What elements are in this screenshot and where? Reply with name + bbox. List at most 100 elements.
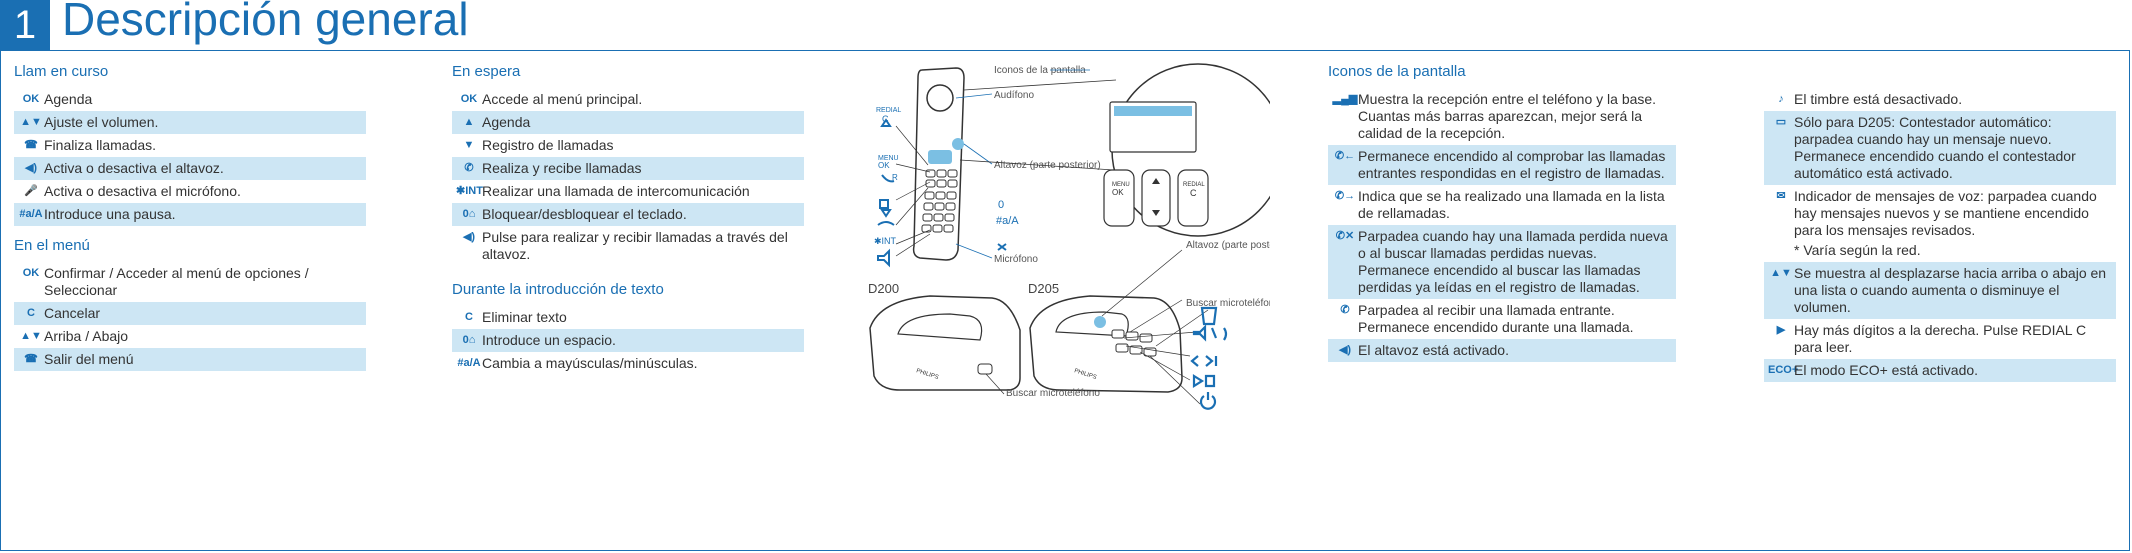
label-zero-lock-handset: 0	[998, 199, 1004, 211]
section-number: 1	[0, 0, 50, 50]
menu-ok-icon: OK	[22, 267, 40, 279]
list-item-text: Agenda	[44, 91, 93, 107]
list-item-text: Realizar una llamada de intercomunicació…	[482, 183, 750, 199]
ringing-icon: ✆	[1340, 304, 1350, 316]
list-item: 0⌂Introduce un espacio.	[452, 329, 804, 352]
label-earpiece: Audífono	[994, 90, 1034, 101]
list-item: ✆←Permanece encendido al comprobar las l…	[1328, 145, 1676, 185]
list-item: ☎ Finaliza llamadas.	[14, 134, 366, 157]
screen-icons-list: ▂▄▆Muestra la recepción entre el teléfon…	[1328, 88, 1676, 362]
section-heading-standby: En espera	[452, 63, 521, 80]
list-item-text: Parpadea cuando hay una llamada perdida …	[1358, 228, 1668, 295]
network-note: * Varía según la red.	[1794, 242, 1921, 258]
call-log-down-icon: ▼	[463, 139, 475, 151]
missed-call-icon: ✆✕	[1335, 230, 1355, 242]
list-item: ✆Realiza y recibe llamadas	[452, 157, 804, 180]
answering-machine-icon: ▭	[1775, 116, 1787, 128]
section-heading-call: Llam en curso	[14, 63, 109, 80]
microphone-icon: 🎤	[24, 185, 38, 197]
zoom-c-label: C	[1190, 188, 1197, 198]
ringer-off-icon: ♪	[1778, 93, 1784, 105]
list-item: ◀)El altavoz está activado.	[1328, 339, 1676, 362]
label-microphone: Micrófono	[994, 254, 1038, 265]
list-item-text: Pulse para realizar y recibir llamadas a…	[482, 229, 788, 262]
volume-arrows-icon: ▲▼	[20, 116, 42, 128]
list-item: ☎Salir del menú	[14, 348, 366, 371]
list-item: ▲▼Ajuste el volumen.	[14, 111, 366, 134]
list-item-text: Parpadea al recibir una llamada entrante…	[1358, 302, 1634, 335]
eco-plus-icon: ECO+	[1768, 364, 1799, 376]
page-title: Descripción general	[62, 0, 469, 45]
earpiece-graphic	[926, 84, 954, 112]
star-int-icon: ✱INT	[456, 185, 483, 197]
screen-icons-list-2: ♪ El timbre está desactivado. ▭Sólo para D…	[1764, 88, 2116, 382]
label-redial-handset: REDIAL	[876, 107, 901, 114]
signal-bars-icon: ▂▄▆	[1332, 93, 1358, 105]
section-heading-menu: En el menú	[14, 237, 90, 254]
list-item: C Eliminar texto	[452, 306, 804, 329]
speaker-volume-icon	[1192, 324, 1228, 342]
list-item-text: Bloquear/desbloquear el teclado.	[482, 206, 687, 222]
list-item-text: Confirmar / Acceder al menú de opciones …	[44, 265, 309, 298]
list-item: ♪ El timbre está desactivado.	[1764, 88, 2116, 111]
list-item: OK Confirmar / Acceder al menú de opcione…	[14, 262, 366, 302]
redial-c-icon: C	[27, 307, 35, 319]
hash-a-icon: #a/A	[19, 208, 43, 220]
list-item-text: Se muestra al desplazarse hacia arriba o…	[1794, 265, 2107, 315]
phonebook-up-icon: ▲	[463, 116, 475, 128]
list-item: ECO+El modo ECO+ está activado.	[1764, 359, 2116, 382]
list-item-text: Muestra la recepción entre el teléfono y…	[1358, 91, 1657, 141]
label-d200: D200	[868, 281, 899, 296]
list-item-text: Cambia a mayúsculas/minúsculas.	[482, 355, 698, 371]
incoming-answered-icon: ✆←	[1334, 150, 1356, 162]
list-item-text: Indicador de mensajes de voz: parpadea c…	[1794, 188, 2097, 238]
more-digits-icon: ▶	[1776, 324, 1786, 336]
list-item-text: El timbre está desactivado.	[1794, 91, 1963, 107]
list-item-text: El altavoz está activado.	[1358, 342, 1509, 358]
voicemail-envelope-icon: ✉	[1776, 190, 1786, 202]
handset-screen-graphic	[928, 150, 952, 164]
outgoing-call-icon: ✆→	[1334, 190, 1356, 202]
content-frame	[0, 50, 2130, 551]
delete-icon	[1200, 306, 1218, 326]
list-item-text: Registro de llamadas	[482, 137, 614, 153]
up-down-scroll-icon: ▲▼	[1770, 267, 1792, 279]
label-screen-icons: Iconos de la pantalla	[994, 65, 1086, 76]
list-item-text: Finaliza llamadas.	[44, 137, 157, 153]
list-item: ▶ Hay más dígitos a la derecha. Pulse RED…	[1764, 319, 2116, 359]
list-item-text: Hay más dígitos a la derecha. Pulse REDI…	[1794, 322, 2087, 355]
list-item-text: Ajuste el volumen.	[44, 114, 159, 130]
zero-lock-icon: 0⌂	[462, 208, 476, 220]
hang-up-icon: ☎	[24, 139, 38, 151]
list-item: ▲▼Se muestra al desplazarse hacia arriba…	[1764, 262, 2116, 319]
column-screen-icons: Iconos de la pantalla ▂▄▆Muestra la rece…	[1328, 62, 1676, 362]
label-menu-handset: MENU	[878, 155, 899, 162]
label-hash-handset: #a/A	[996, 215, 1019, 227]
skip-icon	[1190, 355, 1218, 367]
label-find-handset-d200: Buscar microteléfono	[1006, 388, 1100, 399]
play-stop-icon	[1192, 374, 1216, 388]
list-item: ▂▄▆Muestra la recepción entre el teléfon…	[1328, 88, 1676, 145]
label-speaker-back-base: Altavoz (parte posterior)	[1186, 240, 1270, 251]
label-r-handset: R	[892, 173, 898, 182]
list-item-text: Arriba / Abajo	[44, 328, 129, 344]
list-item: ▲Agenda	[452, 111, 804, 134]
list-item-text: Eliminar texto	[482, 309, 567, 325]
column-screen-icons-2: ♪ El timbre está desactivado. ▭Sólo para D…	[1764, 88, 2116, 382]
label-int-handset: ✱INT	[874, 236, 897, 246]
speaker-icon: ◀)	[24, 162, 38, 174]
list-item: ▼ Registro de llamadas	[452, 134, 804, 157]
list-item: ▭Sólo para D205: Contestador automático:…	[1764, 111, 2116, 185]
list-item-text: Activa o desactiva el micrófono.	[44, 183, 241, 199]
list-item: ✆✕Parpadea cuando hay una llamada perdid…	[1328, 225, 1676, 299]
speaker-icon: ◀)	[462, 231, 476, 243]
menu-ok-icon: OK	[22, 93, 40, 105]
redial-c-icon: C	[465, 311, 473, 323]
base-d200: PHILIPS	[869, 295, 1021, 391]
